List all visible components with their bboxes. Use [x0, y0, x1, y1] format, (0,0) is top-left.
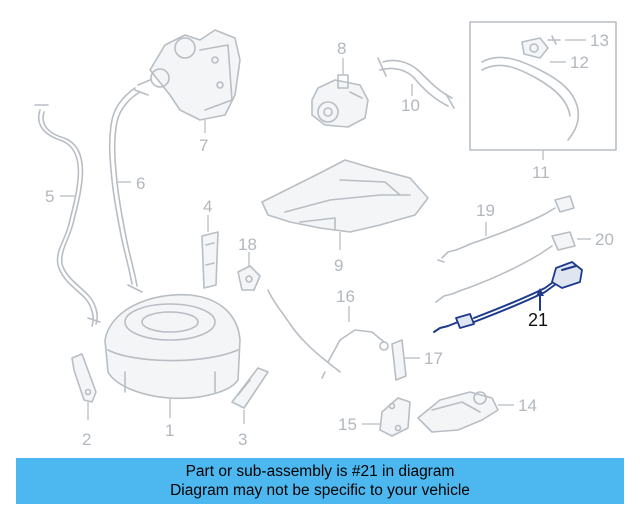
callout-20: 20 [595, 230, 614, 249]
callout-3: 3 [238, 430, 247, 449]
part-19-oxygen-sensor: 19 [437, 195, 575, 263]
callout-7: 7 [199, 136, 208, 155]
arrow-up-icon [536, 288, 544, 296]
part-2-bracket: 2 [71, 353, 97, 449]
callout-18: 18 [238, 235, 257, 254]
part-3-bracket: 3 [231, 367, 269, 449]
callout-8: 8 [337, 39, 346, 58]
part-16-line: 16 [267, 287, 389, 379]
info-banner: Part or sub-assembly is #21 in diagram D… [16, 458, 624, 504]
banner-line-2: Diagram may not be specific to your vehi… [170, 482, 470, 499]
part-5-hose: 5 [34, 104, 101, 327]
callout-2: 2 [82, 430, 91, 449]
parts-diagram: 7 8 10 13 12 11 5 [34, 21, 617, 449]
part-11-assembly-box: 13 12 11 [469, 21, 617, 182]
part-7-valve-assembly: 7 [134, 29, 241, 155]
part-20-oxygen-sensor: 20 [435, 230, 614, 303]
callout-5: 5 [45, 187, 54, 206]
callout-10: 10 [401, 96, 420, 115]
part-18-clip: 18 [237, 235, 261, 291]
callout-12: 12 [570, 53, 589, 72]
part-15-gasket: 15 [338, 397, 411, 437]
callout-19: 19 [476, 201, 495, 220]
part-8-pump: 8 [311, 39, 369, 128]
callout-4: 4 [203, 197, 212, 216]
callout-15: 15 [338, 415, 357, 434]
callout-17: 17 [424, 349, 443, 368]
callout-11: 11 [532, 163, 550, 182]
part-4-bracket: 4 [201, 197, 219, 289]
callout-14: 14 [518, 396, 537, 415]
part-14-housing: 14 [417, 391, 537, 433]
part-10-hose: 10 [377, 57, 455, 115]
callout-9: 9 [334, 256, 343, 275]
part-17-clip: 17 [391, 339, 443, 381]
callout-6: 6 [136, 174, 145, 193]
callout-13: 13 [590, 31, 609, 50]
part-9-heat-shield: 9 [261, 159, 429, 275]
part-21-oxygen-sensor-highlighted[interactable]: 21 [433, 261, 583, 333]
callout-16: 16 [336, 287, 355, 306]
callout-21: 21 [528, 310, 548, 330]
part-6-hose: 6 [108, 87, 145, 293]
callout-1: 1 [165, 421, 174, 440]
part-1-canister: 1 [104, 293, 241, 440]
banner-line-1: Part or sub-assembly is #21 in diagram [185, 463, 455, 480]
